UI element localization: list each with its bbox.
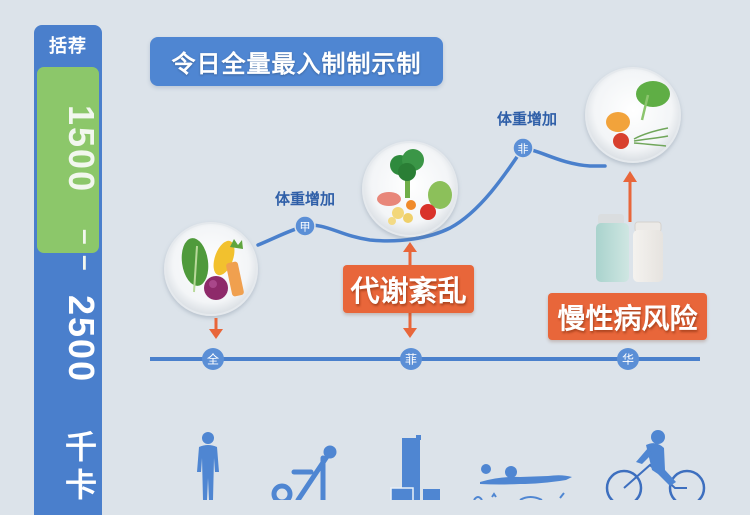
svg-text:华: 华 <box>622 353 634 367</box>
timeline-node-3[interactable]: 华 <box>617 348 639 370</box>
recommended-range-highlight <box>37 67 99 253</box>
range-dash: – <box>71 255 102 271</box>
salad-plate-icon <box>585 67 681 163</box>
diagram-canvas: 甲 非 全 菲 华 <box>150 67 706 500</box>
panel-header: 括荐 <box>49 36 87 57</box>
weight-gain-label: 体重增加 <box>275 190 336 208</box>
teal-bottle-icon <box>596 214 629 282</box>
white-bottle-icon <box>633 221 663 282</box>
timeline-node-2[interactable]: 菲 <box>400 348 422 370</box>
timeline-node-1[interactable]: 全 <box>202 348 224 370</box>
arrow-up-icon <box>623 171 637 222</box>
arrow-down-icon <box>209 318 223 339</box>
bar-block-icon <box>390 435 440 500</box>
range-dash: – <box>71 229 102 245</box>
page-title: 令日全量最入制制示制 <box>150 37 443 86</box>
svg-text:非: 非 <box>518 143 529 156</box>
range-low-value: 1500 <box>61 105 102 194</box>
range-high-value: 2500 <box>61 295 102 384</box>
chronic-disease-risk-callout: 慢性病风险 <box>548 293 707 340</box>
curve-node-2[interactable]: 非 <box>512 137 534 159</box>
curve-node-1[interactable]: 甲 <box>294 215 316 237</box>
arrow-up-icon <box>403 242 417 265</box>
mixed-food-plate-icon <box>362 141 458 237</box>
recommended-calorie-panel: 括荐 1500 – – 2500 千卡 <box>34 25 102 515</box>
svg-text:甲: 甲 <box>300 221 311 234</box>
metabolic-disorder-callout: 代谢紊乱 <box>343 265 474 313</box>
vegetable-plate-icon <box>164 222 258 316</box>
svg-text:菲: 菲 <box>405 353 417 367</box>
svg-text:全: 全 <box>207 352 219 367</box>
swimmer-icon <box>473 464 572 500</box>
gym-machine-icon <box>271 445 337 500</box>
weight-gain-label: 体重增加 <box>497 110 558 128</box>
standing-person-icon <box>197 432 219 500</box>
arrow-down-icon <box>403 313 417 338</box>
cyclist-icon <box>605 430 706 500</box>
range-unit: 千卡 <box>60 430 98 506</box>
